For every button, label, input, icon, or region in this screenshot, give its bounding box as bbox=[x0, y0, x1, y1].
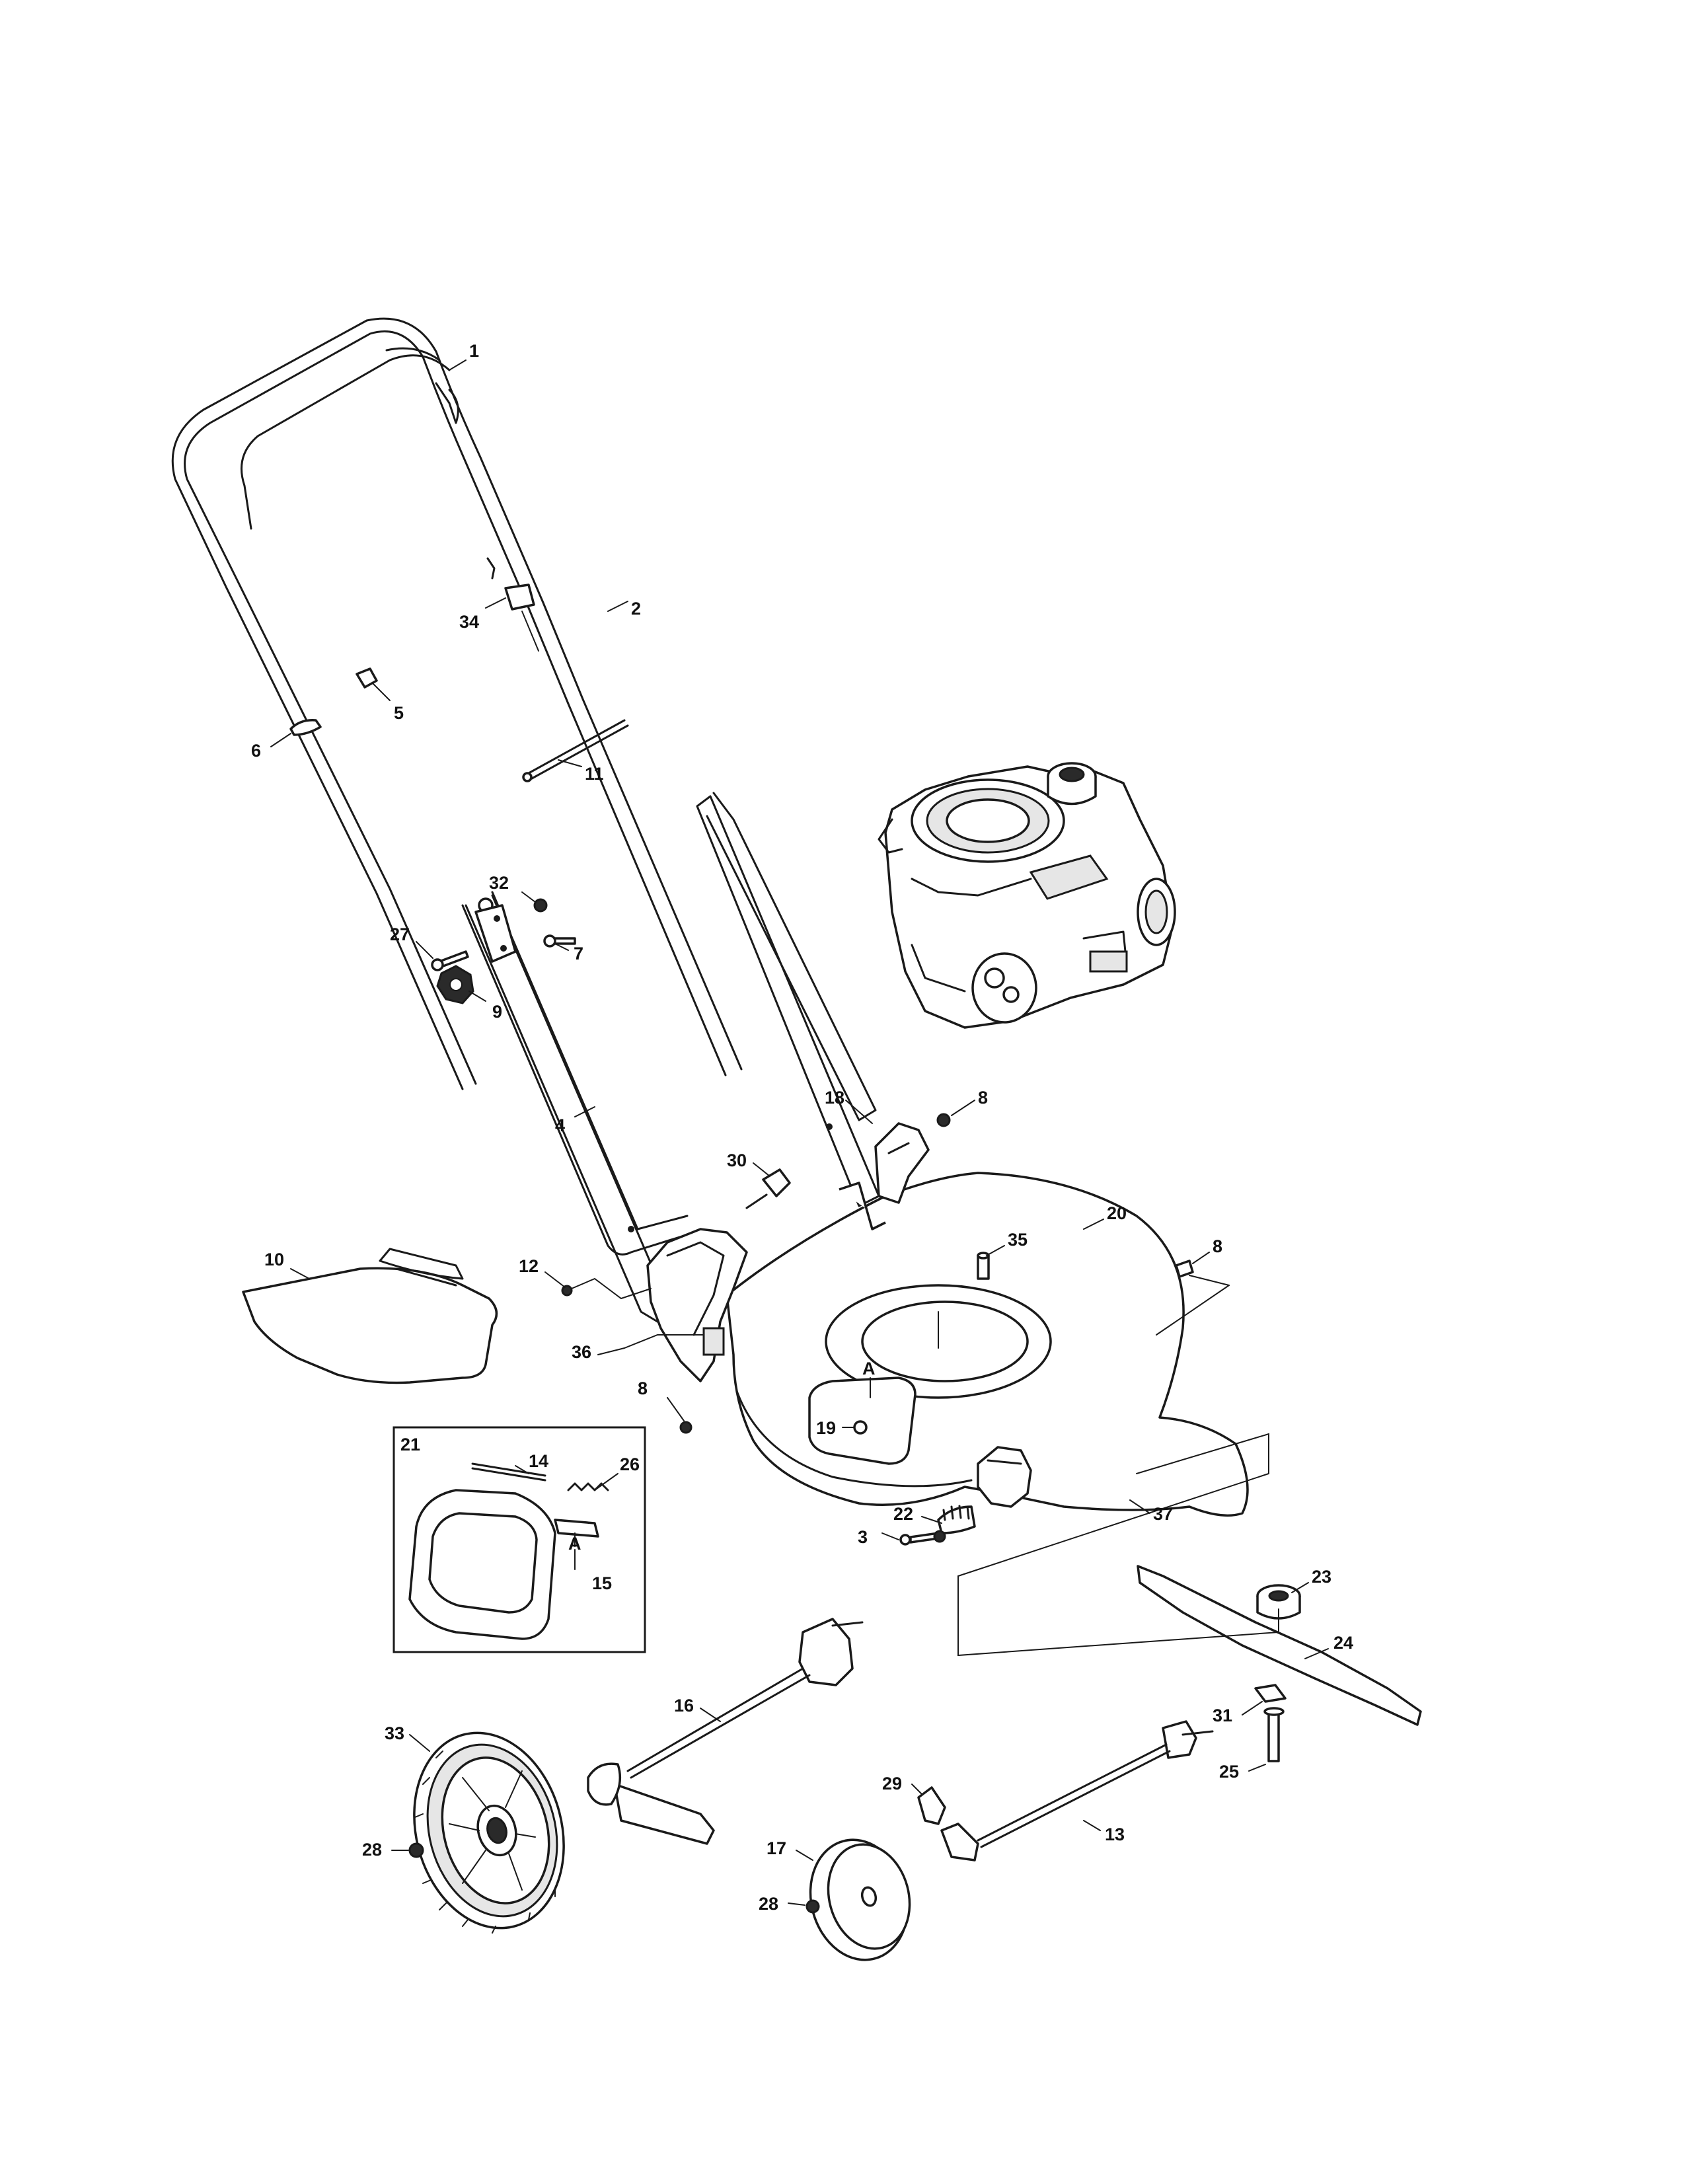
callout-8-top: 8 bbox=[978, 1088, 988, 1108]
callout-13: 13 bbox=[1105, 1825, 1125, 1844]
callout-8-left: 8 bbox=[638, 1378, 648, 1398]
callout-6: 6 bbox=[251, 741, 261, 761]
callout-12: 12 bbox=[519, 1256, 539, 1276]
callout-1: 1 bbox=[469, 341, 479, 361]
callout-16: 16 bbox=[674, 1696, 694, 1715]
callout-5: 5 bbox=[394, 703, 404, 723]
callout-11: 11 bbox=[585, 764, 604, 784]
callout-32: 32 bbox=[489, 873, 509, 893]
front-axle-assembly bbox=[917, 1720, 1214, 1862]
callout-35: 35 bbox=[1008, 1230, 1028, 1250]
callout-19: 19 bbox=[816, 1418, 836, 1438]
callout-22: 22 bbox=[893, 1504, 913, 1524]
callout-24: 24 bbox=[1333, 1633, 1353, 1653]
callout-23: 23 bbox=[1312, 1567, 1331, 1587]
callout-8-right: 8 bbox=[1213, 1236, 1222, 1256]
callout-36: 36 bbox=[572, 1342, 591, 1362]
leader-lines bbox=[270, 359, 1329, 1906]
callout-34: 34 bbox=[459, 612, 479, 632]
callout-25: 25 bbox=[1219, 1762, 1239, 1782]
blade-assembly bbox=[1137, 1565, 1422, 1762]
rear-wheel-nut bbox=[408, 1842, 424, 1858]
inset-label-21: 21 bbox=[400, 1435, 420, 1454]
callout-4: 4 bbox=[555, 1115, 565, 1135]
callout-26: 26 bbox=[620, 1454, 640, 1474]
callout-A-deck: A bbox=[862, 1359, 876, 1378]
callout-18: 18 bbox=[825, 1088, 844, 1108]
callout-30: 30 bbox=[727, 1150, 747, 1170]
engine bbox=[878, 762, 1176, 1029]
callout-37: 37 bbox=[1153, 1504, 1173, 1524]
mower-deck bbox=[561, 1113, 1249, 1546]
callout-28-front: 28 bbox=[759, 1894, 778, 1914]
callout-14: 14 bbox=[529, 1451, 548, 1471]
side-chute bbox=[242, 1248, 498, 1384]
callout-labels: 1 2 34 5 6 11 32 27 7 9 4 18 8 30 20 8 1… bbox=[251, 341, 1353, 1914]
callout-9: 9 bbox=[492, 1002, 502, 1022]
callout-28-rear: 28 bbox=[362, 1840, 382, 1860]
callout-17: 17 bbox=[767, 1838, 786, 1858]
small-handle-parts bbox=[289, 557, 629, 782]
callout-20: 20 bbox=[1107, 1203, 1127, 1223]
callout-3: 3 bbox=[858, 1527, 868, 1547]
callout-33: 33 bbox=[385, 1723, 404, 1743]
callout-27: 27 bbox=[390, 924, 410, 944]
callout-A-inset: A bbox=[568, 1534, 581, 1554]
callout-31: 31 bbox=[1213, 1706, 1232, 1725]
upper-handle bbox=[171, 317, 743, 1090]
front-wheel-nut bbox=[805, 1899, 820, 1914]
rear-wheel bbox=[413, 1731, 565, 1934]
callout-2: 2 bbox=[631, 599, 641, 619]
callout-15: 15 bbox=[592, 1573, 612, 1593]
front-wheel bbox=[809, 1838, 911, 1961]
callout-7: 7 bbox=[574, 944, 583, 963]
inset-mulch-plug bbox=[393, 1426, 646, 1653]
callout-10: 10 bbox=[264, 1250, 284, 1269]
rear-axle-assembly bbox=[587, 1618, 864, 1845]
callout-29: 29 bbox=[882, 1774, 902, 1793]
handle-knob bbox=[431, 898, 576, 1004]
